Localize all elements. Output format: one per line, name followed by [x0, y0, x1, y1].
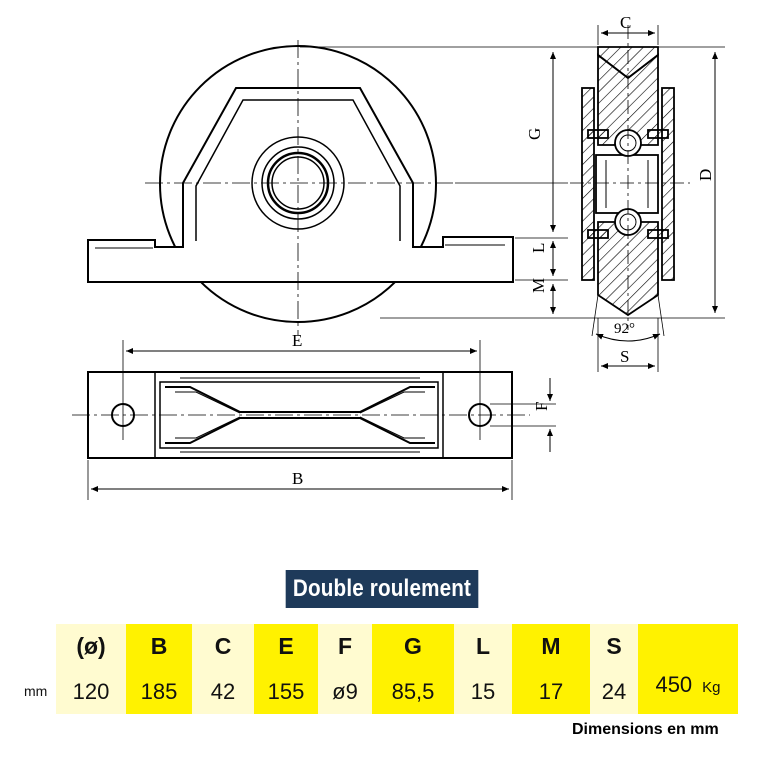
header-M: M	[541, 633, 561, 660]
header-G: G	[404, 633, 422, 660]
value-F: ø9	[332, 678, 358, 704]
header-B: B	[150, 633, 168, 660]
header-S: S	[606, 633, 622, 660]
value-diameter: 120	[72, 678, 110, 704]
col-diameter: (ø) 120	[56, 624, 126, 714]
dim-label-M: M	[529, 278, 548, 293]
value-M: 17	[538, 678, 564, 704]
value-B: 185	[140, 678, 178, 704]
bottom-dims	[91, 348, 553, 492]
left-plate	[581, 87, 595, 281]
col-M: M 17	[512, 624, 590, 714]
col-S: S 24	[590, 624, 638, 714]
dim-label-B: B	[292, 469, 303, 488]
dim-label-angle: 92°	[614, 321, 635, 337]
bracket-body	[87, 87, 514, 283]
dim-label-L: L	[529, 243, 548, 253]
value-E: 155	[267, 678, 305, 704]
groove-profile	[165, 386, 435, 413]
side-view	[570, 25, 690, 372]
technical-drawing: G L M	[72, 13, 725, 500]
value-S: 24	[601, 678, 627, 704]
value-C: 42	[210, 678, 236, 704]
header-diameter: (ø)	[76, 633, 106, 660]
col-G: G 85,5	[372, 624, 454, 714]
col-E: E 155	[254, 624, 318, 714]
load-unit: Kg	[702, 679, 721, 696]
side-dims	[591, 30, 718, 369]
dim-label-D: D	[696, 169, 715, 181]
header-C: C	[214, 633, 232, 660]
col-load: 450 Kg	[638, 624, 738, 714]
dim-label-F: F	[532, 402, 551, 411]
header-F: F	[337, 633, 353, 660]
bottom-view	[72, 340, 556, 500]
dim-label-C: C	[620, 13, 631, 32]
col-B: B 185	[126, 624, 192, 714]
row-unit-label: mm	[24, 683, 48, 699]
value-G: 85,5	[391, 678, 435, 704]
right-plate	[661, 87, 675, 281]
header-L: L	[475, 633, 491, 660]
col-C: C 42	[192, 624, 254, 714]
axle-hub	[595, 154, 659, 214]
table-title: Double roulement	[285, 570, 479, 608]
dim-label-G: G	[525, 128, 544, 140]
value-L: 15	[470, 678, 496, 704]
col-L: L 15	[454, 624, 512, 714]
dimensions-footnote: Dimensions en mm	[572, 721, 719, 738]
value-load: 450	[655, 672, 693, 697]
dim-label-E: E	[292, 331, 302, 350]
header-E: E	[278, 633, 294, 660]
dim-label-S: S	[620, 347, 629, 366]
